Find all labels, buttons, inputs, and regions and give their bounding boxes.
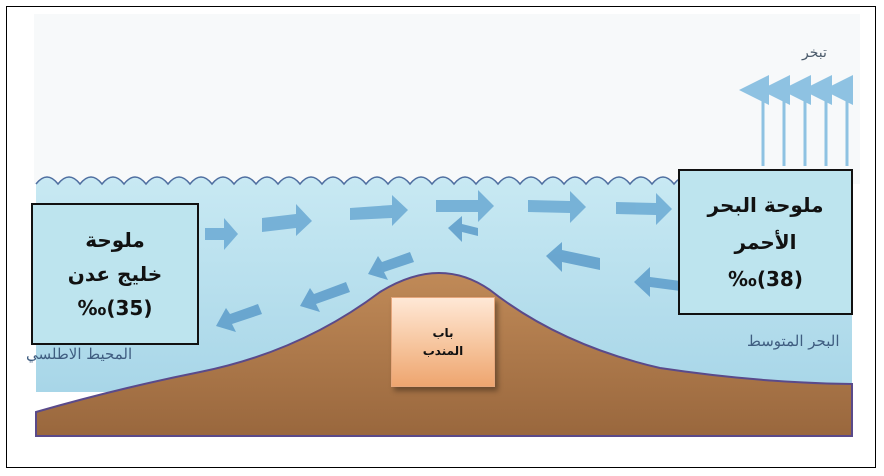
red-sea-salinity-box: ملوحة البحر الأحمر (38)‰ <box>678 169 853 315</box>
strait-label-line1: باب <box>432 324 453 342</box>
sky-area <box>34 14 860 184</box>
strait-label-line2: المندب <box>423 342 464 360</box>
atlantic-ocean-label: المحيط الاطلسي <box>26 345 132 363</box>
gulf-of-aden-salinity-line1: ملوحة <box>85 223 145 257</box>
evaporation-label: تبخر <box>802 45 827 61</box>
red-sea-salinity-line2: الأحمر <box>735 224 797 261</box>
gulf-of-aden-salinity-box: ملوحة خليج عدن (35)‰ <box>31 203 199 345</box>
red-sea-salinity-value: (38)‰ <box>728 261 803 298</box>
red-sea-salinity-line1: ملوحة البحر <box>708 187 824 224</box>
gulf-of-aden-salinity-line2: خليج عدن <box>68 257 162 291</box>
mediterranean-sea-label: البحر المتوسط <box>747 332 839 350</box>
bab-el-mandeb-strait-box: باب المندب <box>391 297 495 387</box>
gulf-of-aden-salinity-value: (35)‰ <box>78 291 153 325</box>
